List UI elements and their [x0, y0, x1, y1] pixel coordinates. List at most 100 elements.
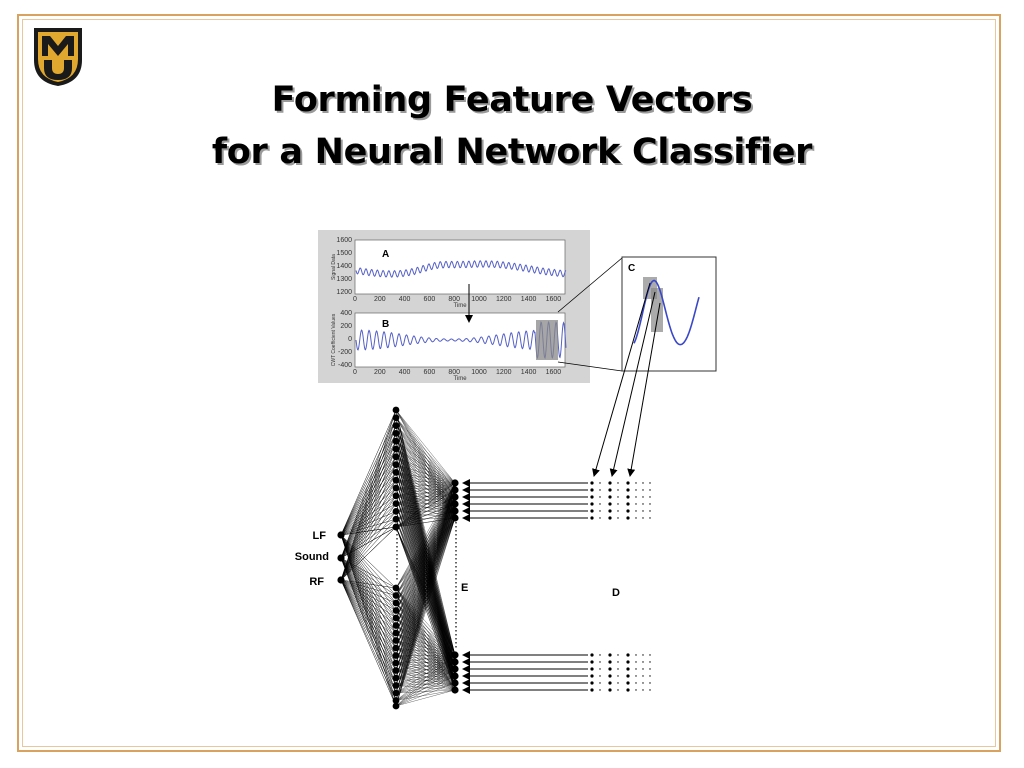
network-edge [395, 441, 456, 491]
network-edge [395, 482, 456, 596]
feature-value-dot [590, 516, 594, 520]
network-edge [395, 668, 456, 707]
hidden-node [392, 584, 400, 592]
panel_b-ytick: 0 [348, 336, 352, 343]
network-edge [395, 496, 456, 512]
hidden-node [392, 652, 400, 659]
network-edge [395, 654, 456, 701]
network-edge [340, 534, 397, 671]
network-edge [395, 409, 456, 484]
input-node [451, 486, 459, 494]
hidden-node [392, 445, 400, 453]
feature-value-dot [626, 502, 630, 506]
panel_a-ytick: 1600 [336, 237, 352, 244]
network-edge [340, 534, 397, 701]
input-node [451, 651, 459, 659]
network-edge [340, 519, 397, 581]
feature-ellipsis-dot [642, 661, 644, 663]
network-edge [395, 682, 456, 707]
input-node [451, 679, 459, 687]
network-edge [395, 661, 456, 707]
network-edge [395, 482, 456, 686]
network-edge [395, 668, 456, 686]
feature-value-dot [590, 509, 594, 513]
panel_a-xtick: 800 [448, 296, 460, 303]
feature-ellipsis-dot [649, 489, 651, 491]
network-edge [395, 433, 456, 656]
network-edge [395, 675, 456, 701]
feature-ellipsis-dot [649, 496, 651, 498]
feature-ellipsis-dot [635, 682, 637, 684]
network-edge [340, 417, 397, 536]
hidden-node [392, 659, 400, 667]
network-edge [395, 495, 456, 498]
feature-ellipsis-dot [617, 682, 619, 684]
feature-value-dot [590, 674, 594, 678]
network-edge [395, 482, 456, 641]
network-edge [395, 441, 456, 656]
network-edge [340, 511, 397, 581]
hidden-node [392, 515, 400, 523]
network-edge [395, 482, 456, 707]
network-edge [395, 682, 456, 694]
network-edge [340, 579, 397, 694]
network-edge [395, 482, 456, 619]
network-edge [340, 464, 397, 536]
network-edge [395, 482, 456, 528]
feature-ellipsis-dot [599, 689, 601, 691]
feature-value-dot [608, 502, 612, 506]
input-node [451, 665, 459, 673]
feature-value-dot [608, 688, 612, 692]
network-edge [395, 433, 456, 491]
network-edge [395, 480, 456, 491]
network-edge [395, 489, 456, 504]
panel-c-window-2 [651, 288, 663, 332]
network-edge [395, 482, 456, 589]
network-edge [395, 661, 456, 694]
feature-value-dot [626, 509, 630, 513]
feature-ellipsis-dot [642, 654, 644, 656]
panel_b-ytick: 400 [340, 310, 352, 317]
input-arrows [462, 479, 588, 694]
input-node [451, 507, 459, 515]
network-edge [395, 425, 456, 484]
network-edge [395, 495, 456, 512]
feature-ellipsis-dot [599, 675, 601, 677]
panel_b-xtick: 1200 [496, 369, 512, 376]
zoom-line-top [557, 257, 623, 313]
feature-value-dot [608, 495, 612, 499]
network-edge [395, 489, 456, 528]
output-label-sound: Sound [295, 551, 329, 563]
network-edge [395, 456, 456, 491]
feature-ellipsis-dot [649, 682, 651, 684]
network-edge [340, 448, 397, 536]
feature-ellipsis-dot [635, 661, 637, 663]
network-edge [340, 472, 397, 536]
network-edge [395, 487, 456, 512]
network-edge [340, 409, 397, 536]
network-edge [395, 668, 456, 679]
network-edge [395, 482, 456, 664]
network-edge [340, 579, 397, 686]
network-edge [340, 487, 397, 536]
feature-ellipsis-dot [642, 675, 644, 677]
feature-ellipsis-dot [635, 503, 637, 505]
feature-ellipsis-dot [649, 689, 651, 691]
network-edge [395, 417, 456, 484]
feature-ellipsis-dot [617, 654, 619, 656]
panel_b-xtick: 1400 [521, 369, 537, 376]
network-edge [395, 668, 456, 701]
feature-ellipsis-dot [642, 489, 644, 491]
network-edge [395, 689, 456, 694]
feature-ellipsis-dot [649, 661, 651, 663]
hidden-node [392, 453, 400, 461]
arrow-c-to-d-2 [609, 291, 656, 477]
output-node [337, 531, 345, 539]
network-edge [395, 464, 456, 498]
input-node [451, 479, 459, 487]
network-edge [395, 482, 456, 504]
feature-ellipsis-dot [649, 503, 651, 505]
panel_a-xtick: 1400 [521, 296, 537, 303]
